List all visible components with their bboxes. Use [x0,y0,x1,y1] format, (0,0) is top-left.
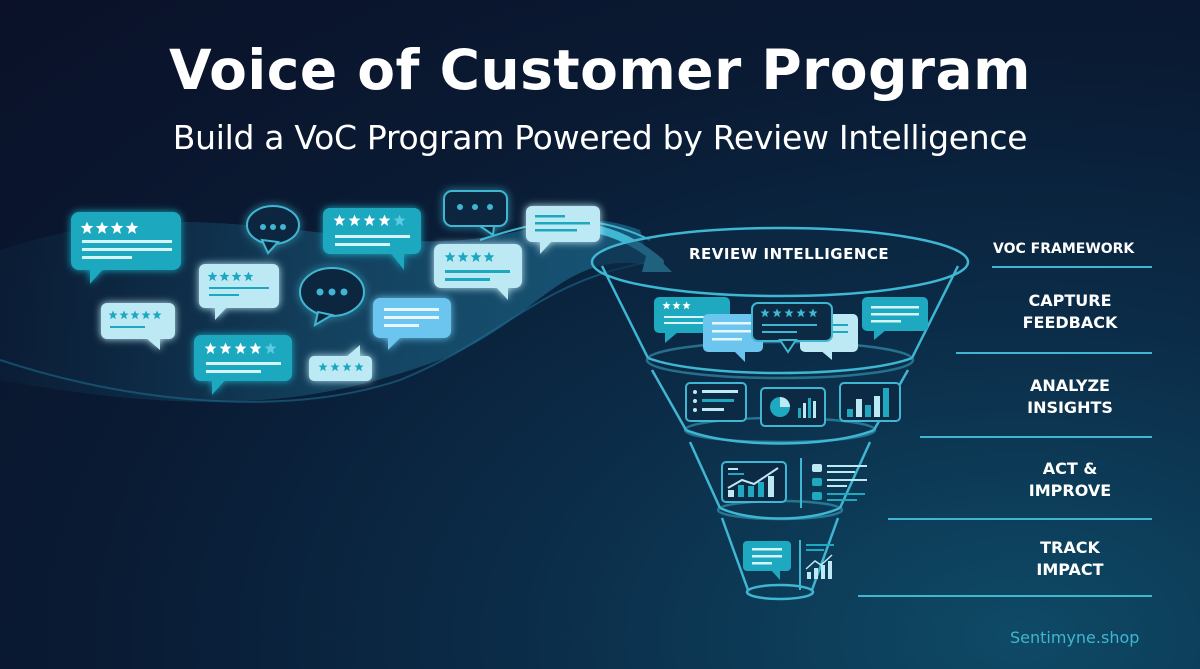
review-bubbles [71,190,600,395]
bubble-rating-4 [199,264,279,320]
funnel [590,226,970,601]
stage-line2: IMPROVE [1028,481,1112,500]
bubble-rating-4 [71,212,181,284]
bubble-rating-4-half [194,335,292,395]
bubble-typing [443,190,508,237]
stage-line1: ANALYZE [1030,376,1110,395]
stage-line1: CAPTURE [1028,291,1112,310]
bubble-rating-4 [434,244,522,300]
stage-line2: FEEDBACK [1022,313,1118,332]
divider [858,595,1152,597]
stage-analyze-insights: ANALYZE INSIGHTS [960,375,1180,419]
stage-act-improve: ACT & IMPROVE [960,458,1180,502]
funnel-act-icons [721,458,867,508]
stage-line1: TRACK [1040,538,1100,557]
stage-capture-feedback: CAPTURE FEEDBACK [960,290,1180,334]
brand-link[interactable]: Sentimyne.shop [1010,628,1140,647]
page-title: Voice of Customer Program [169,38,1031,102]
funnel-label: REVIEW INTELLIGENCE [689,245,890,263]
bubble-rating-4-half [323,208,421,270]
funnel-track-icons [743,540,834,590]
stage-line1: ACT & [1042,459,1098,478]
stage-line2: INSIGHTS [1027,398,1113,417]
stage-line2: IMPACT [1036,560,1104,579]
bubble-rating-4 [309,345,372,381]
funnel-analyze-icons [685,382,901,427]
funnel-capture-icons [654,297,928,362]
framework-header: VOC FRAMEWORK [993,241,1135,257]
divider [920,436,1152,438]
bubble-rating-5 [101,303,175,350]
bubble-text [526,206,600,254]
bubble-typing [299,267,365,328]
divider [888,518,1152,520]
divider [956,352,1152,354]
bubble-text [373,298,451,350]
divider [992,266,1152,268]
page-subtitle: Build a VoC Program Powered by Review In… [172,118,1028,157]
bubble-typing [246,205,300,255]
stage-track-impact: TRACK IMPACT [960,537,1180,581]
